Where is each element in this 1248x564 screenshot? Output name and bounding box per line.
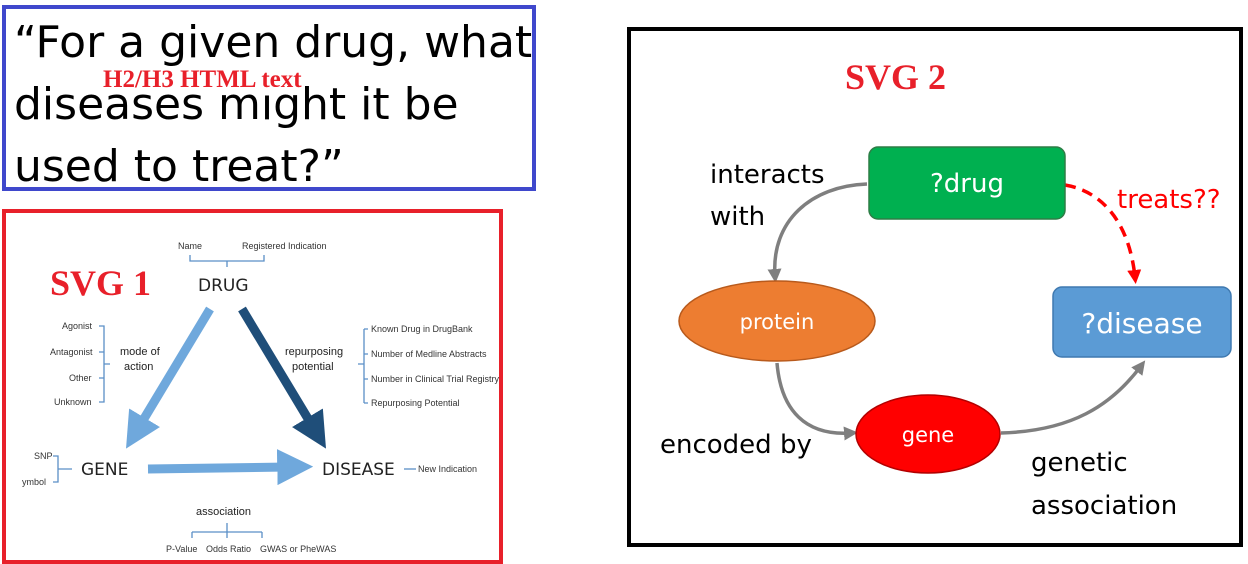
gene-to-disease-arrow xyxy=(147,449,314,486)
moa-item-antagonist: Antagonist xyxy=(50,347,93,357)
treats-edge xyxy=(1064,183,1142,284)
disease-node xyxy=(1052,286,1232,358)
drug-attr-registered-indication: Registered Indication xyxy=(242,241,327,251)
gene-attr-bracket xyxy=(53,455,72,483)
disease-node-label: DISEASE xyxy=(322,460,395,480)
gene-node-label: gene xyxy=(902,423,954,447)
moa-item-unknown: Unknown xyxy=(54,397,92,407)
svg2-diagram-box: SVG 2 ?drug protein gene ?disease intera… xyxy=(627,27,1243,547)
moa-bracket xyxy=(99,325,110,403)
moa-item-other: Other xyxy=(69,373,92,383)
gene-attr-symbol: ymbol xyxy=(22,477,46,487)
genetic-label-line-2: association xyxy=(1031,491,1177,521)
genetic-association-edge xyxy=(1000,360,1146,435)
repurposing-label-line-2: potential xyxy=(292,361,334,373)
interacts-label-line-1: interacts xyxy=(710,160,825,190)
svg2-diagram: SVG 2 ?drug protein gene ?disease intera… xyxy=(660,57,1232,521)
drug-to-gene-arrow xyxy=(126,306,214,449)
encoded-by-label: encoded by xyxy=(660,430,812,460)
moa-label-line-1: mode of xyxy=(120,346,161,358)
html-text-annotation: H2/H3 HTML text xyxy=(102,66,303,94)
question-line-1: “For a given drug, what xyxy=(14,17,533,68)
repurposing-item-clinical-trial: Number in Clinical Trial Registry xyxy=(371,374,500,384)
association-item-odds-ratio: Odds Ratio xyxy=(206,544,251,554)
protein-node xyxy=(678,280,876,362)
gene-node-label: GENE xyxy=(81,460,128,480)
encoded-by-edge xyxy=(775,362,858,441)
drug-node-label: DRUG xyxy=(198,276,249,296)
drug-attr-name: Name xyxy=(178,241,202,251)
gene-node xyxy=(855,394,1001,474)
question-heading-box: “For a given drug, what diseases might i… xyxy=(2,5,536,191)
repurposing-bracket xyxy=(358,328,368,404)
disease-attr-new-indication: New Indication xyxy=(418,464,477,474)
svg2-title: SVG 2 xyxy=(845,57,946,97)
association-item-gwas: GWAS or PheWAS xyxy=(260,544,336,554)
moa-label-line-2: action xyxy=(124,361,153,373)
protein-node-label: protein xyxy=(740,310,815,334)
repurposing-label-line-1: repurposing xyxy=(285,346,343,358)
question-line-3: used to treat?” xyxy=(14,141,344,192)
treats-label: treats?? xyxy=(1117,185,1221,215)
moa-item-agonist: Agonist xyxy=(62,321,93,331)
association-bracket xyxy=(191,523,263,538)
association-label: association xyxy=(196,506,251,518)
repurposing-item-medline: Number of Medline Abstracts xyxy=(371,349,487,359)
disease-node-label: ?disease xyxy=(1081,307,1202,340)
svg1-diagram: SVG 1 Name Registered Indication DRUG Ag… xyxy=(22,241,500,554)
svg1-diagram-box: SVG 1 Name Registered Indication DRUG Ag… xyxy=(2,209,503,564)
repurposing-item-potential: Repurposing Potential xyxy=(371,398,460,408)
svg1-title: SVG 1 xyxy=(50,263,151,303)
drug-node xyxy=(868,146,1066,220)
drug-node-label: ?drug xyxy=(930,169,1004,199)
gene-attr-snp: SNP xyxy=(34,451,53,461)
interacts-with-edge xyxy=(767,182,868,283)
repurposing-item-known-drug: Known Drug in DrugBank xyxy=(371,324,473,334)
drug-attr-bracket xyxy=(189,255,265,267)
genetic-label-line-1: genetic xyxy=(1031,448,1128,478)
drug-to-disease-arrow xyxy=(238,306,326,449)
interacts-label-line-2: with xyxy=(710,202,765,232)
association-item-pvalue: P-Value xyxy=(166,544,197,554)
